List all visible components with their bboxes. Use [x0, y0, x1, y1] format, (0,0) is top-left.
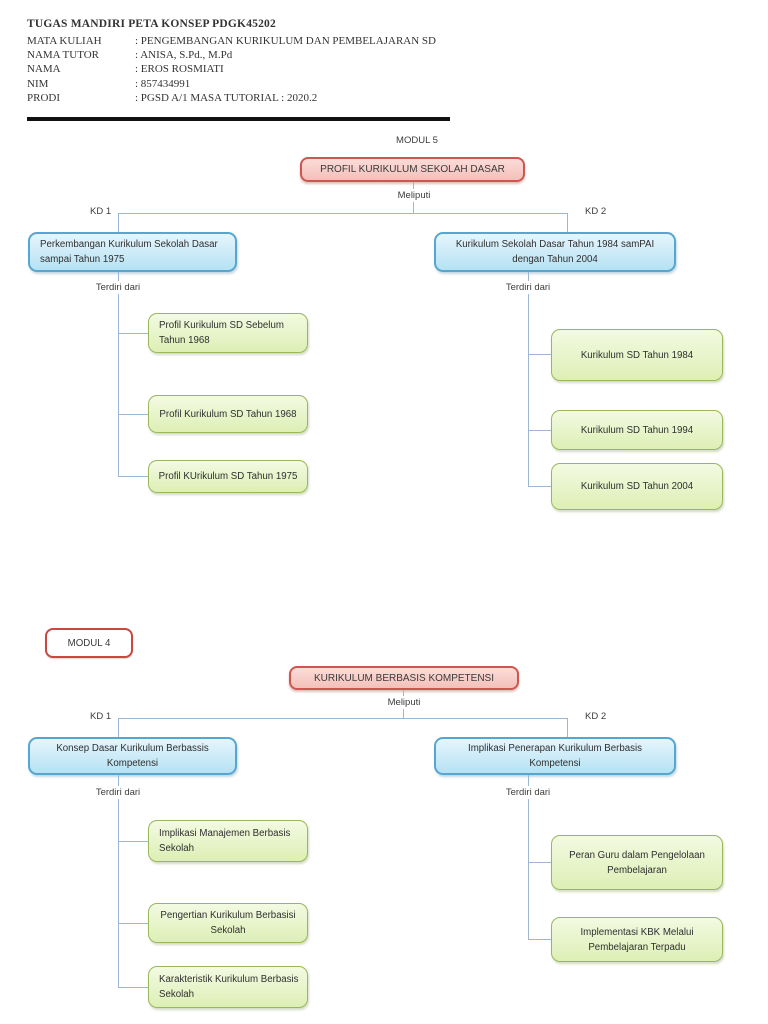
header-value: : EROS ROSMIATI — [135, 63, 224, 76]
parent-node-line2: dengan Tahun 2004 — [512, 254, 598, 265]
connector-stub — [528, 354, 551, 355]
header-label: MATA KULIAH — [27, 35, 102, 47]
connector-stub — [118, 414, 148, 415]
root-node-text: KURIKULUM BERBASIS KOMPETENSI — [313, 672, 495, 684]
connector-stub — [528, 430, 551, 431]
connector-stub — [528, 486, 551, 487]
child-node-implikasi-manajemen: Implikasi Manajemen Berbasis Sekolah — [148, 820, 308, 862]
child-node-line1: Kurikulum SD Tahun 1984 — [580, 349, 694, 361]
header-value: : 857434991 — [135, 77, 191, 90]
terdiri-label-left: Terdiri dari — [88, 786, 148, 799]
terdiri-label-right: Terdiri dari — [498, 786, 558, 799]
child-node-profil-1975: Profil KUrikulum SD Tahun 1975 — [148, 460, 308, 493]
child-node-profil-sebelum-1968: Profil Kurikulum SD Sebelum Tahun 1968 — [148, 313, 308, 353]
connector-left-drop — [118, 213, 119, 232]
child-node-peran-guru: Peran Guru dalam Pengelolaan Pembelajara… — [551, 835, 723, 890]
connector-right-spine — [528, 775, 529, 939]
child-node-implementasi-kbk: Implementasi KBK Melalui Pembelajaran Te… — [551, 917, 723, 962]
child-node-line1: Profil Kurikulum SD Sebelum — [159, 320, 284, 331]
kd2-label: KD 2 — [585, 206, 607, 217]
child-node-line2: Pembelajaran — [607, 864, 667, 876]
parent-node-line2: sampai Tahun 1975 — [40, 254, 125, 265]
child-node-line1: Profil KUrikulum SD Tahun 1975 — [158, 471, 298, 482]
kd1-label: KD 1 — [90, 711, 112, 722]
header-row-nama: NAMA : EROS ROSMIATI — [27, 62, 436, 76]
modul4-badge: MODUL 4 — [45, 628, 133, 658]
header-value: : ANISA, S.Pd., M.Pd — [135, 49, 233, 62]
parent-node-perkembangan: Perkembangan Kurikulum Sekolah Dasar sam… — [28, 232, 237, 272]
child-node-line2: Pembelajaran Terpadu — [588, 941, 686, 953]
child-node-pengertian-kurikulum: Pengertian Kurikulum Berbasisi Sekolah — [148, 903, 308, 943]
child-node-line2: Sekolah — [159, 843, 195, 854]
connector-stub — [118, 476, 148, 477]
header-row-mata-kuliah: MATA KULIAH : PENGEMBANGAN KURIKULUM DAN … — [27, 34, 436, 48]
root-node-kbk: KURIKULUM BERBASIS KOMPETENSI — [289, 666, 519, 690]
child-node-line1: Implementasi KBK Melalui — [580, 926, 694, 938]
connector-right-drop — [567, 718, 568, 737]
parent-node-line1: Kurikulum Sekolah Dasar Tahun 1984 samPA… — [455, 239, 655, 250]
parent-node-kurikulum-1984-2004: Kurikulum Sekolah Dasar Tahun 1984 samPA… — [434, 232, 676, 272]
root-node-profil-kurikulum: PROFIL KURIKULUM SEKOLAH DASAR — [300, 157, 525, 182]
branch-label-meliputi: Meliputi — [379, 189, 449, 202]
child-node-line2: Sekolah — [210, 925, 246, 936]
connector-right-drop — [567, 213, 568, 232]
child-node-karakteristik-kurikulum: Karakteristik Kurikulum Berbasis Sekolah — [148, 966, 308, 1008]
child-node-line1: Kurikulum SD Tahun 2004 — [580, 481, 694, 492]
child-node-line1: Peran Guru dalam Pengelolaan — [569, 849, 705, 861]
header-label: PRODI — [27, 91, 61, 104]
connector-left-spine — [118, 272, 119, 476]
parent-node-line2: Kompetensi — [106, 758, 159, 769]
root-node-text: PROFIL KURIKULUM SEKOLAH DASAR — [320, 164, 505, 175]
header-title: TUGAS MANDIRI PETA KONSEP PDGK45202 — [27, 18, 276, 30]
connector-stub — [528, 862, 551, 863]
connector-stub — [118, 333, 148, 334]
terdiri-label-right: Terdiri dari — [498, 281, 558, 294]
connector-stub — [118, 923, 148, 924]
branch-label-meliputi: Meliputi — [369, 696, 439, 709]
header-row-nama-tutor: NAMA TUTOR : ANISA, S.Pd., M.Pd — [27, 48, 436, 62]
parent-node-konsep-dasar: Konsep Dasar Kurikulum Berbassis Kompete… — [28, 737, 237, 775]
connector-branch-horizontal — [118, 718, 567, 719]
child-node-kurikulum-1984: Kurikulum SD Tahun 1984 — [551, 329, 723, 381]
parent-node-line2: Kompetensi — [529, 758, 581, 769]
parent-node-line1: Perkembangan Kurikulum Sekolah Dasar — [40, 239, 218, 250]
connector-left-drop — [118, 718, 119, 737]
connector-stub — [528, 939, 551, 940]
child-node-kurikulum-2004: Kurikulum SD Tahun 2004 — [551, 463, 723, 510]
header-value: : PENGEMBANGAN KURIKULUM DAN PEMBELAJARA… — [135, 35, 436, 47]
header-divider — [27, 117, 450, 121]
connector-right-spine — [528, 272, 529, 486]
child-node-kurikulum-1994: Kurikulum SD Tahun 1994 — [551, 410, 723, 450]
kd1-label: KD 1 — [90, 206, 112, 217]
child-node-line1: Kurikulum SD Tahun 1994 — [580, 424, 694, 436]
header-row-nim: NIM : 857434991 — [27, 77, 436, 91]
kd2-label: KD 2 — [585, 711, 607, 722]
connector-branch-horizontal — [118, 213, 567, 214]
child-node-line1: Profil Kurikulum SD Tahun 1968 — [159, 408, 297, 420]
header-label: NAMA — [27, 63, 61, 76]
modul5-label: MODUL 5 — [396, 135, 438, 146]
child-node-line2: Sekolah — [159, 989, 195, 1000]
parent-node-implikasi-penerapan: Implikasi Penerapan Kurikulum Berbasis K… — [434, 737, 676, 775]
parent-node-line1: Konsep Dasar Kurikulum Berbassis — [56, 743, 209, 754]
child-node-profil-1968: Profil Kurikulum SD Tahun 1968 — [148, 395, 308, 433]
modul4-badge-text: MODUL 4 — [67, 637, 111, 649]
parent-node-line1: Implikasi Penerapan Kurikulum Berbasis — [468, 743, 642, 754]
child-node-line1: Implikasi Manajemen Berbasis — [159, 828, 291, 839]
connector-left-spine — [118, 775, 119, 987]
header-row-prodi: PRODI : PGSD A/1 MASA TUTORIAL : 2020.2 — [27, 91, 436, 105]
child-node-line2: Tahun 1968 — [159, 335, 210, 346]
header-value: : PGSD A/1 MASA TUTORIAL : 2020.2 — [135, 91, 318, 104]
header-label: NAMA TUTOR — [27, 49, 100, 62]
connector-stub — [118, 987, 148, 988]
connector-stub — [118, 841, 148, 842]
child-node-line1: Karakteristik Kurikulum Berbasis — [159, 974, 299, 985]
header-label: NIM — [27, 77, 49, 90]
child-node-line1: Pengertian Kurikulum Berbasisi — [160, 910, 296, 921]
header-block: TUGAS MANDIRI PETA KONSEP PDGK45202 MATA… — [27, 18, 436, 105]
terdiri-label-left: Terdiri dari — [88, 281, 148, 294]
